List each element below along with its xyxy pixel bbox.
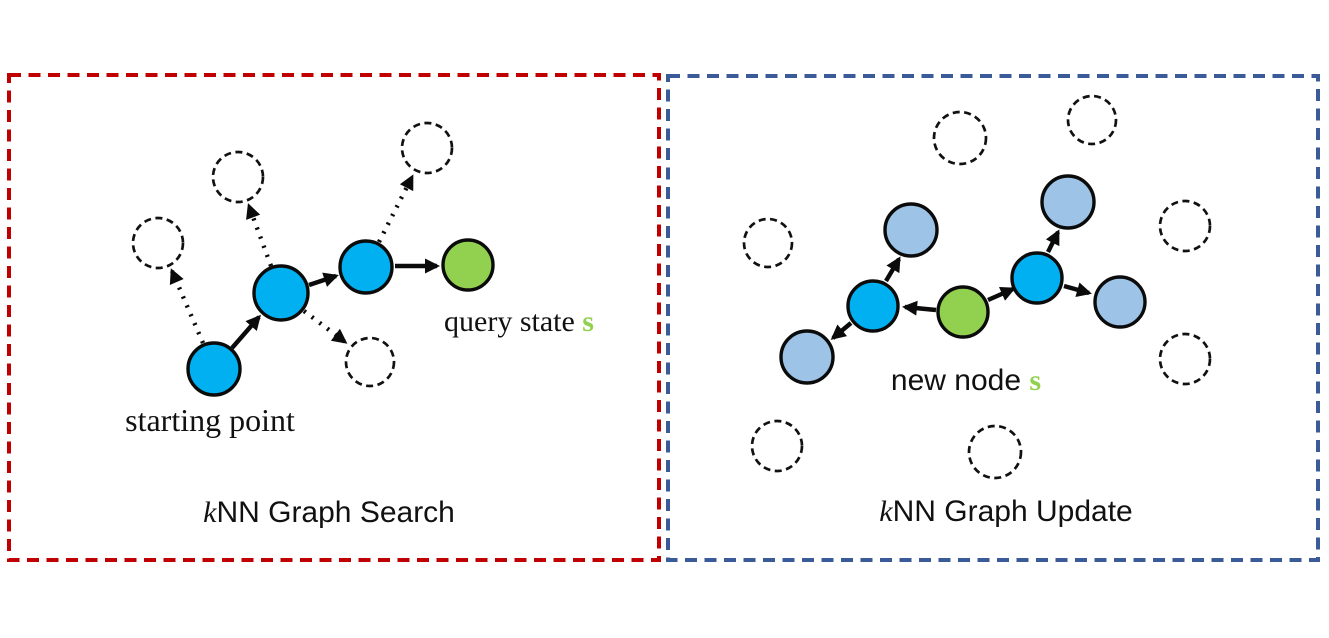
update-panel-border bbox=[666, 74, 1320, 562]
unvisited-node bbox=[742, 217, 794, 269]
neighbor-node bbox=[1093, 275, 1147, 329]
unvisited-node bbox=[1158, 332, 1212, 386]
update-edge bbox=[902, 300, 937, 316]
starting-point-node bbox=[186, 341, 242, 397]
caption-rest: NN Graph Search bbox=[216, 496, 454, 529]
search-panel-caption: kNN Graph Search bbox=[203, 496, 455, 529]
unvisited-node bbox=[750, 419, 804, 473]
update-edge bbox=[1045, 229, 1060, 253]
caption-k: k bbox=[879, 495, 893, 528]
update-edge bbox=[884, 256, 901, 283]
update-edge bbox=[830, 321, 853, 340]
query-state-s: s bbox=[582, 305, 594, 338]
update-panel-caption: kNN Graph Update bbox=[879, 495, 1132, 528]
dotted-edge bbox=[169, 268, 206, 344]
unvisited-node bbox=[400, 121, 454, 175]
search-path-edge bbox=[230, 314, 261, 350]
neighbor-node bbox=[779, 329, 835, 385]
unvisited-node bbox=[211, 150, 265, 204]
query-state-node bbox=[441, 238, 495, 292]
dotted-edge bbox=[302, 309, 348, 344]
unvisited-node bbox=[344, 336, 396, 388]
visited-node bbox=[252, 264, 310, 322]
unvisited-node bbox=[932, 110, 988, 166]
unvisited-node bbox=[131, 216, 185, 270]
dotted-edge bbox=[377, 174, 414, 243]
dotted-edge bbox=[246, 203, 274, 267]
starting-point-label: starting point bbox=[125, 402, 295, 438]
update-edge bbox=[1063, 282, 1092, 297]
query-state-label: query state s bbox=[444, 305, 594, 338]
connected-node bbox=[1010, 251, 1064, 305]
unvisited-node bbox=[1158, 199, 1212, 253]
neighbor-node bbox=[883, 202, 939, 258]
update-edge bbox=[987, 286, 1016, 303]
caption-k: k bbox=[203, 496, 217, 529]
caption-rest: NN Graph Update bbox=[893, 495, 1133, 528]
query-state-label-text: query state bbox=[444, 305, 582, 338]
new-node-label-text: new node bbox=[891, 364, 1029, 397]
panel-knn-graph-update: new node s kNN Graph Update bbox=[666, 74, 1320, 562]
panel-knn-graph-search: query state s starting point kNN Graph S… bbox=[7, 73, 661, 562]
new-node-label: new node s bbox=[891, 364, 1041, 397]
new-node-s: s bbox=[1029, 364, 1041, 397]
unvisited-node bbox=[1066, 94, 1118, 146]
connected-node bbox=[846, 279, 900, 333]
visited-node bbox=[338, 239, 394, 295]
unvisited-node bbox=[967, 424, 1023, 480]
new-node bbox=[936, 285, 990, 339]
search-path-edge bbox=[308, 272, 339, 288]
neighbor-node bbox=[1040, 174, 1096, 230]
